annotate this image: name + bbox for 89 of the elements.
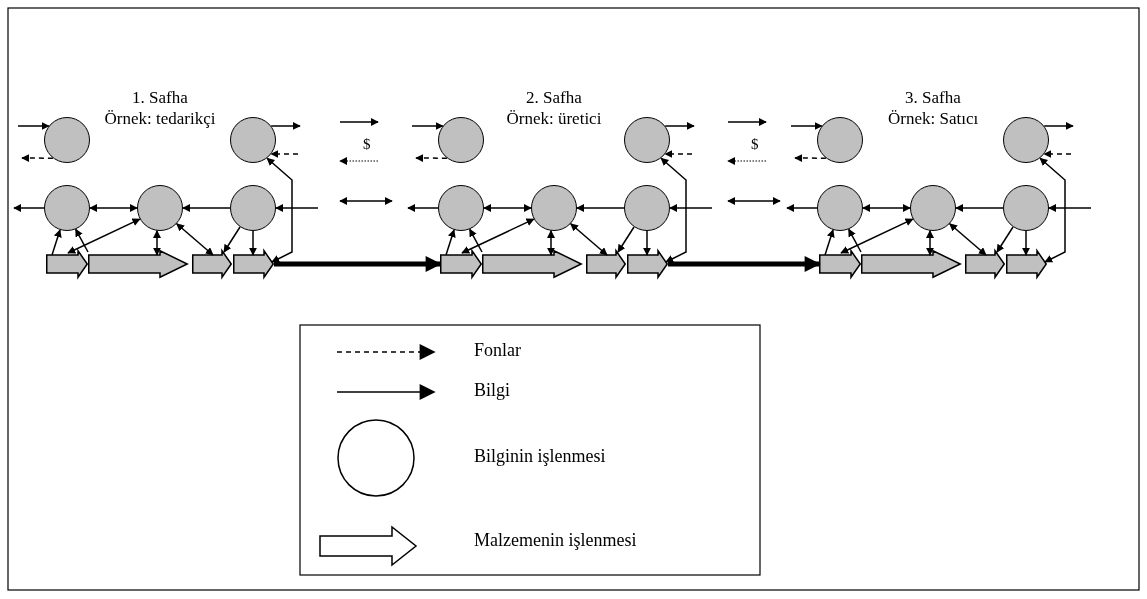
- arrow: [275, 204, 319, 212]
- process-circle: [910, 185, 956, 231]
- arrow: [415, 154, 448, 163]
- stage-title: 3. Safha: [905, 88, 961, 108]
- process-circle: [137, 185, 183, 231]
- arrow: [862, 204, 911, 212]
- arrow: [1043, 150, 1072, 159]
- arrow: [407, 204, 439, 212]
- process-circle: [531, 185, 577, 231]
- material-process-shape: [88, 250, 188, 278]
- arrow: [996, 226, 1014, 253]
- arrow: [617, 226, 635, 253]
- arrow: [824, 229, 835, 256]
- process-circle: [624, 117, 670, 163]
- legend-label: Bilgi: [474, 380, 510, 401]
- funds-symbol: $: [751, 136, 759, 154]
- arrow: [547, 230, 555, 256]
- process-circle: [230, 117, 276, 163]
- arrow: [643, 230, 651, 256]
- process-circle: [1003, 185, 1049, 231]
- arrow: [17, 121, 50, 130]
- material-flow-arrow: [668, 256, 821, 272]
- process-circle: [230, 185, 276, 231]
- material-process-shape: [965, 250, 1005, 278]
- material-process-shape: [586, 250, 626, 278]
- stage-example: Örnek: Satıcı: [888, 109, 979, 129]
- arrow: [926, 230, 934, 256]
- arrow: [948, 223, 987, 256]
- arrow: [1022, 230, 1030, 256]
- material-process-shape: [192, 250, 232, 278]
- process-circle: [817, 117, 863, 163]
- arrow: [411, 121, 444, 130]
- arrow: [840, 218, 914, 254]
- arrow: [175, 223, 214, 256]
- material-process-shape: [861, 250, 961, 278]
- process-circle: [44, 117, 90, 163]
- stage-title: 1. Safha: [132, 88, 188, 108]
- arrow: [13, 204, 45, 212]
- arrow: [223, 226, 241, 253]
- funds-symbol: $: [363, 136, 371, 154]
- process-circle: [817, 185, 863, 231]
- material-process-shape: [440, 250, 482, 278]
- arrow: [664, 122, 695, 130]
- material-process-shape: [233, 250, 274, 278]
- material-process-shape: [627, 250, 668, 278]
- arrow: [270, 122, 301, 130]
- stage-example: Örnek: tedarikçi: [104, 109, 216, 129]
- arrow: [660, 157, 687, 263]
- arrow: [669, 204, 713, 212]
- process-circle: [624, 185, 670, 231]
- material-process-shape: [1006, 250, 1047, 278]
- arrow: [445, 229, 456, 256]
- arrow: [786, 204, 818, 212]
- arrow: [664, 150, 693, 159]
- material-process-shape: [482, 250, 582, 278]
- arrow: [569, 223, 608, 256]
- process-circle: [1003, 117, 1049, 163]
- arrow: [1043, 122, 1074, 130]
- material-process-shape: [819, 250, 861, 278]
- arrow: [1039, 157, 1066, 263]
- legend-label: Bilginin işlenmesi: [474, 446, 606, 467]
- arrow: [249, 230, 257, 256]
- legend-label: Fonlar: [474, 340, 521, 361]
- arrow: [483, 204, 532, 212]
- process-circle: [438, 185, 484, 231]
- material-process-shape: [46, 250, 88, 278]
- process-circle: [44, 185, 90, 231]
- stage-title: 2. Safha: [526, 88, 582, 108]
- arrow: [790, 121, 823, 130]
- stage-example: Örnek: üretici: [506, 109, 602, 129]
- material-flow-arrow: [274, 256, 442, 272]
- arrow: [270, 150, 299, 159]
- process-circle: [438, 117, 484, 163]
- arrow: [67, 218, 141, 254]
- arrow: [576, 204, 625, 212]
- arrow: [89, 204, 138, 212]
- arrow: [74, 228, 89, 253]
- arrow: [266, 157, 293, 263]
- arrow: [847, 228, 862, 253]
- arrow: [461, 218, 535, 254]
- arrow: [794, 154, 827, 163]
- arrow: [153, 230, 161, 256]
- legend-label: Malzemenin işlenmesi: [474, 530, 637, 551]
- arrow: [51, 229, 62, 256]
- arrow: [955, 204, 1004, 212]
- arrow: [468, 228, 483, 253]
- arrow: [182, 204, 231, 212]
- arrow: [1048, 204, 1092, 212]
- arrow: [21, 154, 54, 163]
